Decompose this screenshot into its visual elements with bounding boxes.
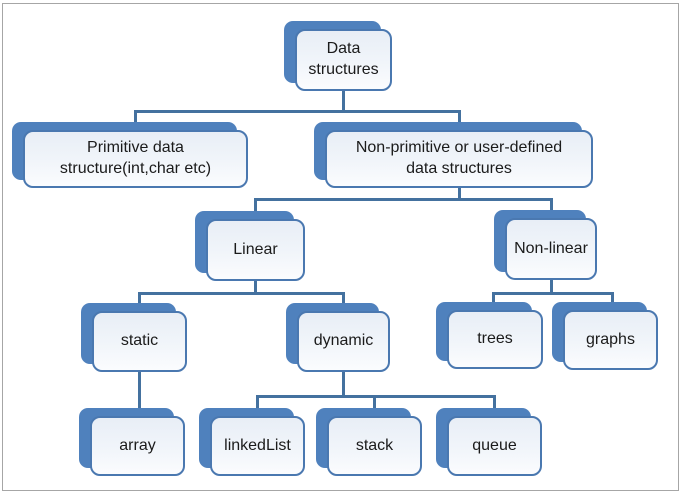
node-front: graphs <box>563 310 658 370</box>
node-front: linkedList <box>210 416 305 476</box>
node-front: array <box>90 416 185 476</box>
node-static: static <box>81 303 187 372</box>
connector-nonlinear-stub <box>550 198 553 218</box>
node-primitive: Primitive data structure(int,char etc) <box>12 122 248 188</box>
connector-static-stub <box>138 292 141 311</box>
node-front: Primitive data structure(int,char etc) <box>23 130 248 188</box>
node-front: dynamic <box>297 311 390 372</box>
connector-nonlinear-children-bar <box>492 292 613 295</box>
connector-level1-bar <box>134 110 461 113</box>
node-front: Non-primitive or user-defined data struc… <box>325 130 593 188</box>
connector-linear-children-bar <box>138 292 345 295</box>
node-label: queue <box>472 436 517 454</box>
node-graphs: graphs <box>552 302 658 370</box>
node-trees: trees <box>436 302 543 369</box>
node-label: linkedList <box>224 436 291 454</box>
node-front: Linear <box>206 219 305 281</box>
connector-linkedlist-stub <box>256 395 259 416</box>
node-front: Non-linear <box>505 218 597 280</box>
connector-dynamic-children-bar <box>256 395 496 398</box>
connector-root-down <box>342 89 345 111</box>
node-front: trees <box>447 310 543 369</box>
node-label: array <box>119 436 156 454</box>
node-linear: Linear <box>195 211 305 281</box>
node-label: Linear <box>233 240 278 258</box>
node-label: stack <box>355 436 394 454</box>
node-queue: queue <box>436 408 542 476</box>
node-front: static <box>92 311 187 372</box>
node-linkedlist: linkedList <box>199 408 305 476</box>
node-data-structures: Data structures <box>284 21 392 91</box>
connector-trees-stub <box>492 292 495 310</box>
node-dynamic: dynamic <box>286 303 390 372</box>
node-label: Non-linear <box>514 239 588 257</box>
connector-level2-bar <box>254 198 553 201</box>
node-front: stack <box>327 416 422 476</box>
node-stack: stack <box>316 408 422 476</box>
connector-primitive-stub <box>134 110 137 130</box>
node-label: trees <box>477 330 513 348</box>
node-front: queue <box>447 416 542 476</box>
node-array: array <box>79 408 185 476</box>
connector-linear-stub <box>254 198 257 219</box>
node-label: Primitive data structure(int,char etc) <box>59 139 212 177</box>
connector-graphs-stub <box>611 292 614 310</box>
node-front: Data structures <box>295 29 392 91</box>
node-non-primitive: Non-primitive or user-defined data struc… <box>314 122 593 188</box>
connector-nonlinear-down <box>550 278 553 295</box>
node-label: dynamic <box>313 332 374 350</box>
connector-nonprimitive-down <box>458 186 461 200</box>
connector-stack-stub <box>373 395 376 416</box>
node-non-linear: Non-linear <box>494 210 597 280</box>
node-label: graphs <box>586 330 635 348</box>
connector-linear-down <box>254 279 257 295</box>
connector-nonprimitive-stub <box>458 110 461 130</box>
connector-static-array <box>138 370 141 416</box>
node-label: Data structures <box>308 40 379 78</box>
connector-queue-stub <box>493 395 496 416</box>
node-label: Non-primitive or user-defined data struc… <box>355 139 563 177</box>
connector-dynamic-down <box>342 370 345 397</box>
node-label: static <box>120 332 159 350</box>
connector-dynamic-stub <box>342 292 345 311</box>
